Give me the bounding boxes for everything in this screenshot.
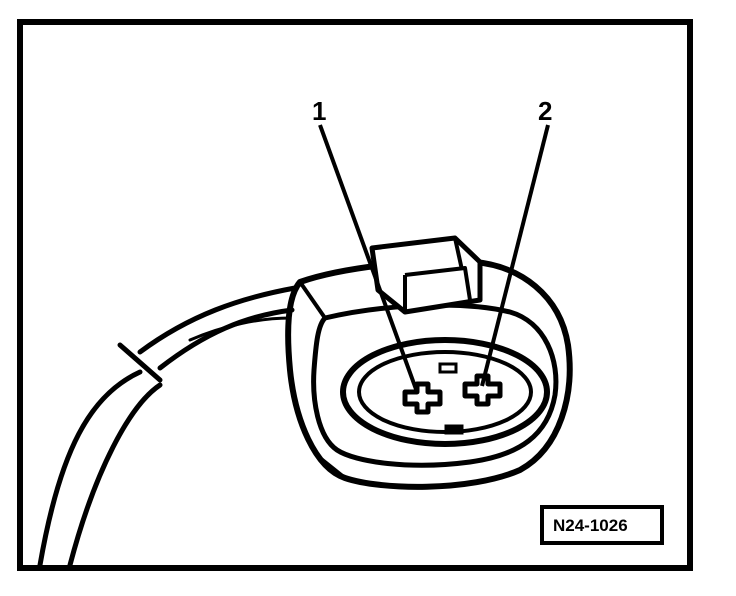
connector-housing	[285, 235, 573, 490]
diagram-frame	[17, 19, 693, 571]
callout-1-leader	[318, 124, 419, 393]
terminal-face	[340, 337, 550, 447]
pin-1-icon	[402, 381, 443, 415]
callout-2-leader	[480, 124, 550, 387]
reference-code-box: N24-1026	[540, 505, 664, 545]
callout-1-label: 1	[312, 96, 326, 126]
pin-2-icon	[462, 373, 503, 407]
callout-2-label: 2	[538, 96, 552, 126]
wire-harness	[37, 285, 298, 568]
reference-code: N24-1026	[553, 516, 628, 535]
